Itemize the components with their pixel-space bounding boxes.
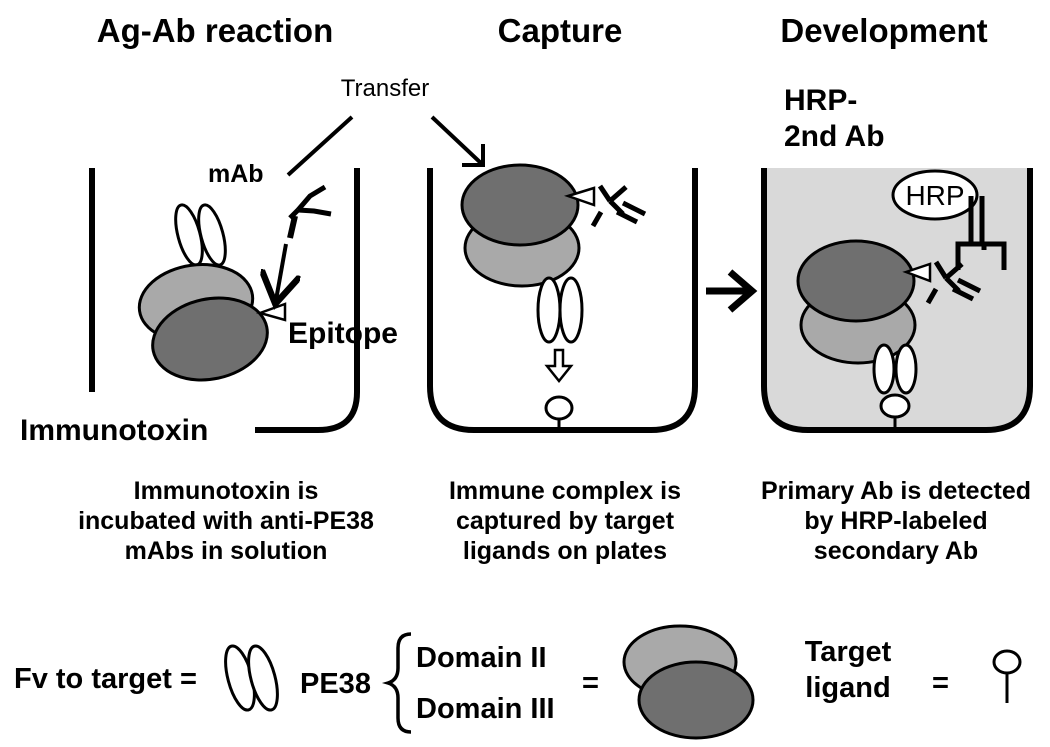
epitope-icon bbox=[563, 186, 596, 207]
hrp-2nd-ab-label-line2: 2nd Ab bbox=[784, 120, 885, 153]
fv-icon bbox=[872, 343, 918, 395]
heading-ag-ab-reaction: Ag-Ab reaction bbox=[97, 12, 334, 49]
legend-fv-label: Fv to target = bbox=[14, 663, 197, 695]
hrp-2nd-ab-label-line1: HRP- bbox=[784, 84, 857, 117]
transfer-lines bbox=[286, 115, 485, 177]
legend-target-line2: ligand bbox=[805, 672, 890, 704]
legend-equals-2: = bbox=[932, 667, 949, 699]
caption-step1-line3: mAbs in solution bbox=[125, 537, 328, 565]
immunotoxin-label: Immunotoxin bbox=[20, 414, 208, 447]
caption-step3: Primary Ab is detected by HRP-labeled se… bbox=[761, 477, 1031, 565]
legend-domain-ii-label: Domain II bbox=[416, 642, 547, 674]
mab-antibody-icon bbox=[287, 184, 332, 239]
domain-iii-icon bbox=[460, 163, 580, 247]
primary-antibody-icon bbox=[925, 260, 982, 305]
epitope-label: Epitope bbox=[288, 317, 398, 350]
hrp-label: HRP bbox=[905, 180, 964, 211]
caption-step3-line1: Primary Ab is detected bbox=[761, 477, 1031, 505]
hrp-enzyme-icon bbox=[891, 169, 979, 221]
legend-fv-icon bbox=[224, 644, 279, 712]
domain-iii-icon bbox=[796, 239, 916, 323]
target-ligand-icon bbox=[879, 393, 911, 430]
legend: Fv to target = PE38 Domain II Domain III… bbox=[14, 624, 1022, 740]
caption-step2: Immune complex is captured by target lig… bbox=[449, 477, 681, 565]
caption-step1: Immunotoxin is incubated with anti-PE38 … bbox=[78, 477, 374, 565]
panel-capture bbox=[427, 163, 698, 433]
caption-step3-line2: by HRP-labeled bbox=[804, 507, 987, 535]
epitope-icon bbox=[902, 262, 932, 283]
capture-arrow-icon bbox=[544, 348, 574, 384]
step-arrow-icon bbox=[706, 269, 758, 313]
caption-step3-line3: secondary Ab bbox=[814, 537, 978, 565]
target-ligand-icon bbox=[544, 395, 574, 430]
mab-label: mAb bbox=[208, 160, 264, 188]
panel-development: HRP- 2nd Ab HRP bbox=[761, 84, 1033, 433]
panel-ag-ab-reaction: mAb Epitope Immunotoxin bbox=[20, 160, 398, 447]
caption-step2-line3: ligands on plates bbox=[463, 537, 667, 565]
domain-iii-icon bbox=[151, 296, 269, 382]
secondary-antibody-icon bbox=[955, 196, 1007, 270]
antibody-icon bbox=[590, 184, 647, 228]
legend-equals-1: = bbox=[582, 667, 599, 699]
legend-domain-iii-label: Domain III bbox=[416, 693, 555, 725]
legend-target-ligand-icon bbox=[992, 649, 1022, 703]
transfer-label: Transfer bbox=[341, 75, 429, 102]
caption-step2-line1: Immune complex is bbox=[449, 477, 681, 505]
fv-icon bbox=[174, 203, 227, 267]
mab-arrow bbox=[276, 243, 286, 300]
heading-capture: Capture bbox=[498, 12, 623, 49]
legend-brace-icon bbox=[381, 632, 412, 734]
fv-icon bbox=[536, 276, 584, 344]
legend-domain-iii-icon bbox=[637, 660, 755, 740]
heading-development: Development bbox=[780, 12, 987, 49]
caption-step2-line2: captured by target bbox=[456, 507, 675, 535]
caption-step1-line2: incubated with anti-PE38 bbox=[78, 507, 374, 535]
legend-target-line1: Target bbox=[805, 636, 892, 668]
caption-step1-line1: Immunotoxin is bbox=[134, 477, 319, 505]
legend-pe38-label: PE38 bbox=[300, 668, 371, 700]
